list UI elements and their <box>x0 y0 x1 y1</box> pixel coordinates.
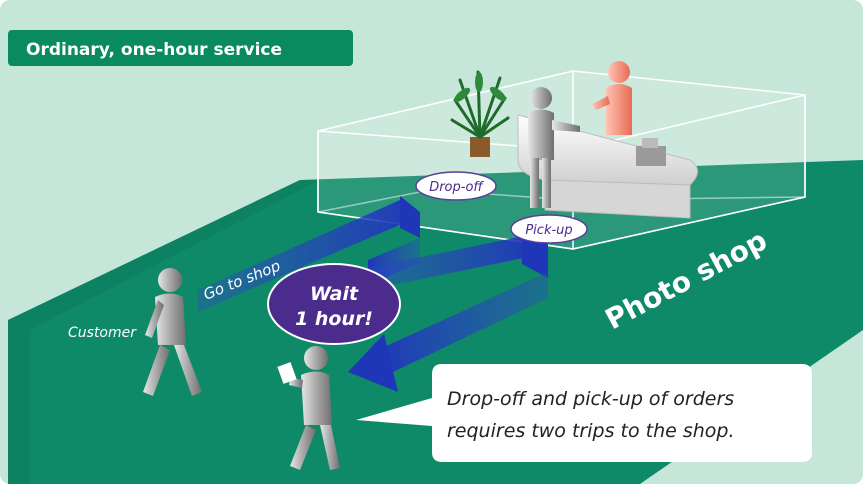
customer-label: Customer <box>68 325 137 341</box>
receipt-icon <box>277 362 297 384</box>
arrow-head-icon <box>348 334 398 392</box>
drop-off-label: Drop-off <box>429 180 484 195</box>
page-title: Ordinary, one-hour service <box>26 40 282 60</box>
returning-customer-figure <box>277 346 340 470</box>
callout-line2: requires two trips to the shop. <box>447 420 735 442</box>
potted-plant-icon <box>450 70 510 157</box>
cash-register-icon <box>636 146 666 166</box>
pick-up-label: Pick-up <box>525 223 572 238</box>
route-segment-drop-off <box>400 196 420 238</box>
walking-customer-figure <box>143 268 202 396</box>
shop-counter <box>517 114 698 219</box>
customer-at-counter-figure <box>528 87 580 208</box>
pick-up-tag: Pick-up <box>510 214 588 244</box>
callout-bubble: Drop-off and pick-up of orders requires … <box>356 364 812 462</box>
route-segment-go <box>198 200 420 312</box>
header-tab: Ordinary, one-hour service <box>8 30 353 66</box>
wait-line1: Wait <box>310 283 359 305</box>
wait-line2: 1 hour! <box>295 308 373 330</box>
shop-clerk-figure <box>592 61 632 135</box>
wait-bubble: Wait 1 hour! <box>267 263 401 345</box>
route-segment-home <box>372 272 548 382</box>
callout-line1: Drop-off and pick-up of orders <box>447 388 734 410</box>
drop-off-tag: Drop-off <box>415 171 497 201</box>
route-segment-return <box>368 233 538 290</box>
